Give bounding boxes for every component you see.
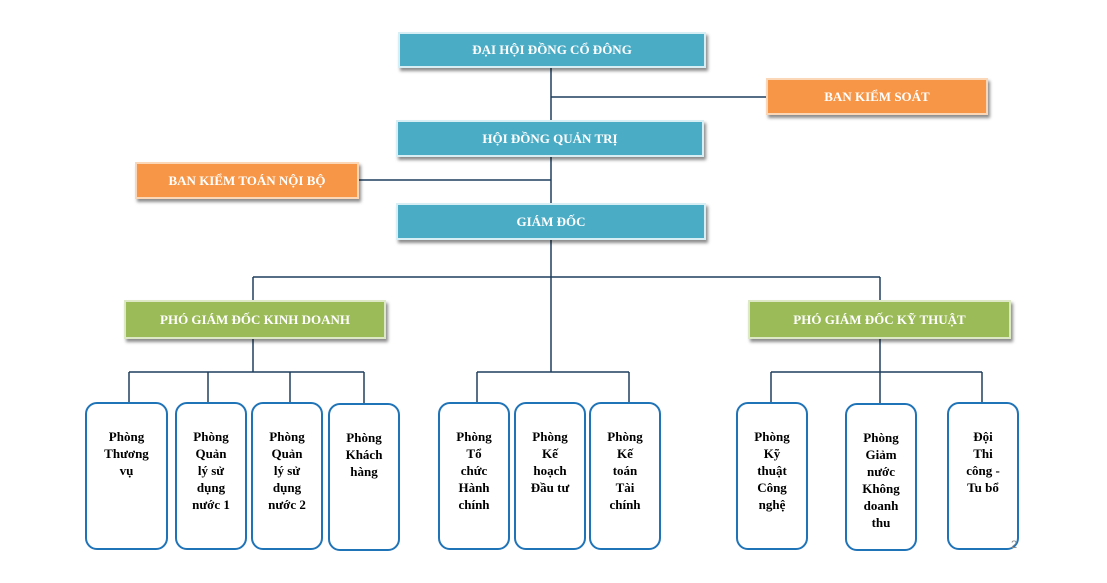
dept-line: Tu bổ bbox=[967, 480, 999, 495]
dept-line: Phòng bbox=[193, 429, 229, 444]
deputy-business-box: PHÓ GIÁM ĐỐC KINH DOANH bbox=[124, 300, 386, 339]
dept-finance: Phòng Kế toán Tài chính bbox=[589, 402, 661, 550]
dept-water-management-1: Phòng Quản lý sử dụng nước 1 bbox=[175, 402, 247, 550]
dept-line: Tổ bbox=[466, 446, 482, 461]
dept-line: dụng bbox=[272, 480, 302, 495]
internal-audit-label: BAN KIỂM TOÁN NỘI BỘ bbox=[168, 172, 326, 188]
dept-line: dụng bbox=[196, 480, 226, 495]
dept-customers: Phòng Khách hàng bbox=[328, 403, 400, 551]
dept-line: Phòng bbox=[456, 429, 492, 444]
dept-line: nước 2 bbox=[268, 497, 306, 512]
director-label: GIÁM ĐỐC bbox=[516, 213, 586, 229]
deputy-technical-label: PHÓ GIÁM ĐỐC KỸ THUẬT bbox=[793, 311, 966, 327]
dept-line: Tài bbox=[615, 480, 635, 495]
dept-line: Kế bbox=[542, 446, 558, 461]
dept-non-revenue-water: Phòng Giảm nước Không doanh thu bbox=[845, 403, 917, 551]
dept-line: hoạch bbox=[533, 463, 567, 478]
dept-line: Phòng bbox=[863, 430, 899, 445]
dept-line: Không bbox=[862, 481, 900, 496]
dept-line: chính bbox=[609, 497, 641, 512]
dept-line: Kỹ bbox=[763, 446, 781, 461]
dept-line: Kế bbox=[617, 446, 633, 461]
shareholders-meeting-label: ĐẠI HỘI ĐỒNG CỔ ĐÔNG bbox=[472, 42, 632, 57]
dept-line: thu bbox=[871, 515, 891, 530]
deputy-business-label: PHÓ GIÁM ĐỐC KINH DOANH bbox=[160, 311, 350, 327]
dept-line: Khách bbox=[345, 447, 383, 462]
dept-line: Giảm bbox=[865, 447, 897, 462]
dept-line: Đầu tư bbox=[530, 480, 570, 495]
page-number: 2 bbox=[1011, 539, 1018, 551]
dept-line: nước 1 bbox=[192, 497, 230, 512]
dept-line: nghệ bbox=[758, 497, 786, 512]
dept-line: Phòng bbox=[532, 429, 568, 444]
dept-administration: Phòng Tổ chức Hành chính bbox=[438, 402, 510, 550]
dept-planning-investment: Phòng Kế hoạch Đầu tư bbox=[514, 402, 586, 550]
dept-construction-team: Đội Thi công - Tu bổ bbox=[947, 402, 1019, 550]
dept-line: chính bbox=[458, 497, 490, 512]
dept-line: Quản bbox=[271, 446, 303, 461]
dept-line: Quản bbox=[195, 446, 227, 461]
dept-line: Phòng bbox=[108, 429, 145, 444]
dept-line: Công bbox=[757, 480, 787, 495]
shareholders-meeting-box: ĐẠI HỘI ĐỒNG CỔ ĐÔNG bbox=[398, 32, 706, 68]
dept-line: công - bbox=[966, 463, 1000, 478]
dept-line: Phòng bbox=[754, 429, 790, 444]
dept-line: lý sử bbox=[197, 463, 225, 478]
director-box: GIÁM ĐỐC bbox=[396, 203, 706, 240]
dept-line: Phòng bbox=[269, 429, 305, 444]
internal-audit-box: BAN KIỂM TOÁN NỘI BỘ bbox=[135, 162, 359, 199]
deputy-technical-box: PHÓ GIÁM ĐỐC KỸ THUẬT bbox=[748, 300, 1011, 339]
dept-line: Thương bbox=[104, 446, 149, 461]
dept-line: vụ bbox=[119, 463, 134, 478]
dept-commercial: Phòng Thương vụ bbox=[85, 402, 168, 550]
dept-water-management-2: Phòng Quản lý sử dụng nước 2 bbox=[251, 402, 323, 550]
dept-line: Hành bbox=[458, 480, 490, 495]
dept-line: Phòng bbox=[346, 430, 382, 445]
dept-line: Phòng bbox=[607, 429, 643, 444]
dept-line: toán bbox=[612, 463, 638, 478]
supervisory-board-box: BAN KIỂM SOÁT bbox=[766, 78, 988, 115]
dept-line: lý sử bbox=[273, 463, 301, 478]
supervisory-board-label: BAN KIỂM SOÁT bbox=[824, 88, 930, 104]
dept-line: Đội bbox=[973, 429, 993, 444]
board-of-directors-box: HỘI ĐỒNG QUẢN TRỊ bbox=[396, 120, 704, 157]
board-of-directors-label: HỘI ĐỒNG QUẢN TRỊ bbox=[482, 130, 618, 146]
dept-line: Thi bbox=[973, 446, 993, 461]
dept-line: doanh bbox=[863, 498, 899, 513]
dept-technology: Phòng Kỹ thuật Công nghệ bbox=[736, 402, 808, 550]
dept-line: chức bbox=[460, 463, 488, 478]
dept-line: hàng bbox=[350, 464, 378, 479]
dept-line: thuật bbox=[757, 463, 787, 478]
dept-line: nước bbox=[867, 464, 895, 479]
